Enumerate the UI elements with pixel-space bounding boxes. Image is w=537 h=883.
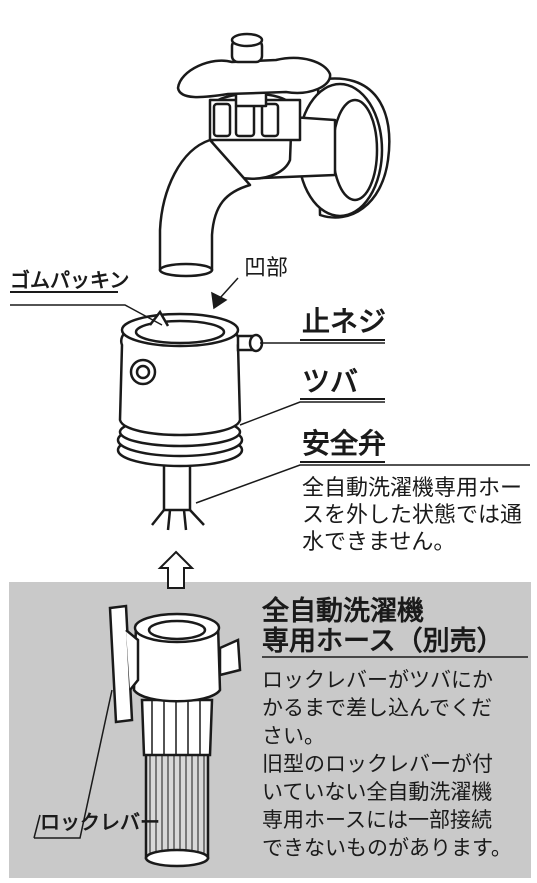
safety-note: 全自動洗濯機専用ホー スを外した状態では通 水できません。: [302, 475, 536, 556]
hose-instruction-line: さい。: [262, 724, 325, 748]
insert-up-arrow: [157, 550, 195, 589]
label-lock-lever: ロックレバー: [40, 810, 160, 834]
label-safety-valve: 安全弁: [302, 427, 387, 460]
label-set-screw: 止ネジ: [302, 305, 387, 338]
leader-lines: [10, 277, 530, 839]
hose-title-line1: 全自動洗濯機: [262, 596, 424, 627]
hose-instructions: ロックレバーがツバにか かるまで差し込んでくだ さい。 旧型のロックレバーが付 …: [262, 666, 534, 862]
hose-instruction-line: できないものがあります。: [262, 836, 512, 860]
hose-instruction-line: 旧型のロックレバーが付: [262, 752, 493, 776]
hose-instruction-line: 専用ホースには一部接続: [262, 808, 492, 832]
safety-note-line: スを外した状態では通: [302, 503, 523, 528]
faucet-illustration: [158, 32, 391, 278]
hose-section-panel: [9, 582, 531, 878]
safety-note-line: 水できません。: [302, 530, 456, 555]
safety-note-line: 全自動洗濯機専用ホー: [302, 476, 523, 501]
label-gasket: ゴムパッキン: [10, 268, 130, 292]
adapter-illustration: [116, 309, 264, 531]
label-recess: 凹部: [244, 256, 289, 281]
hose-title-line2: 専用ホース（別売）: [262, 626, 504, 657]
hose-illustration: [108, 604, 242, 868]
hose-instruction-line: ロックレバーがツバにか: [262, 668, 493, 692]
hose-instruction-line: いていない全自動洗濯機: [262, 780, 493, 804]
hose-instruction-line: かるまで差し込んでくだ: [262, 696, 492, 720]
label-underlines: [10, 291, 385, 463]
label-flange: ツバ: [302, 365, 359, 398]
